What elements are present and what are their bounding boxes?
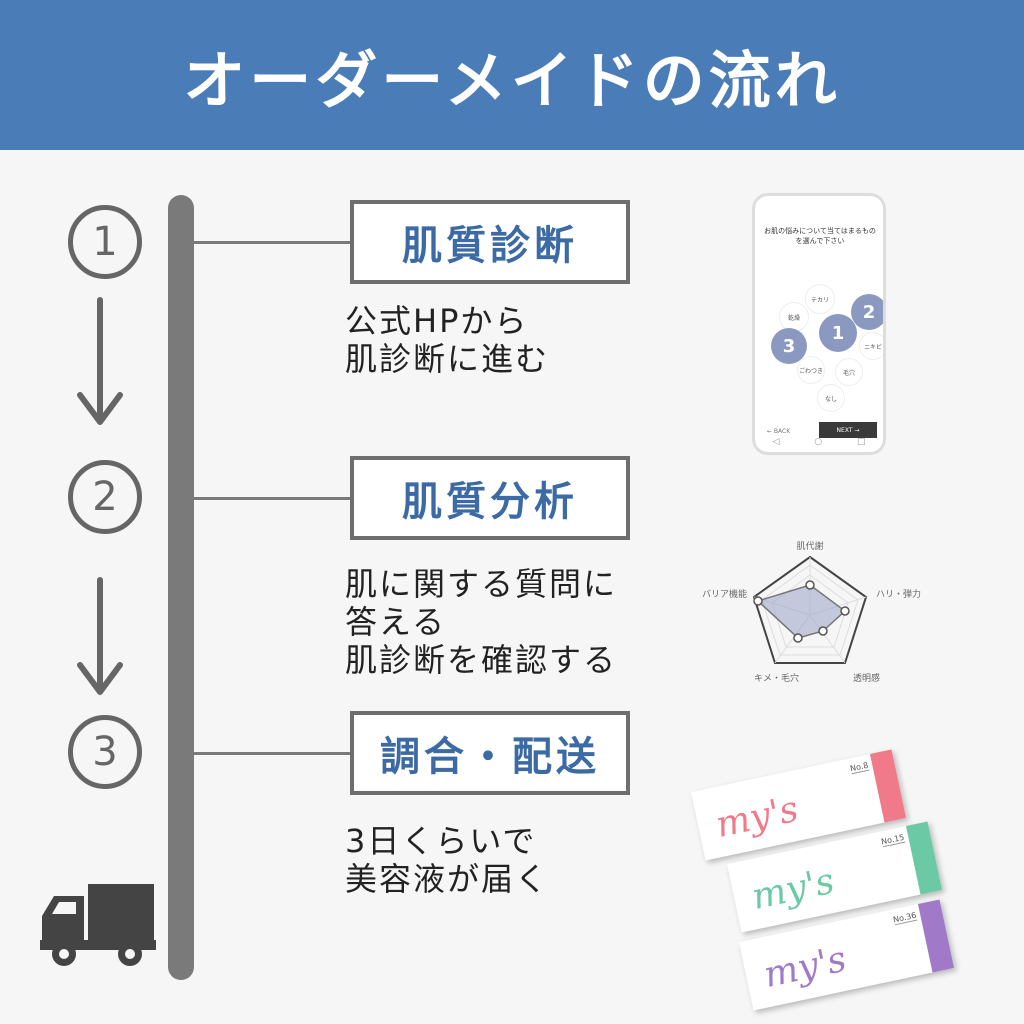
radar-axis-label: キメ・毛穴 — [754, 672, 799, 684]
step-number-3: 3 — [68, 715, 142, 789]
brand-logo: my's — [712, 788, 802, 847]
color-stripe — [905, 821, 943, 895]
step-description-1: 公式HPから 肌診断に進む — [345, 302, 549, 378]
bubble-option[interactable]: ごわつき — [797, 356, 825, 384]
recent-nav-icon: □ — [857, 437, 866, 447]
radar-axis-label: バリア機能 — [702, 588, 747, 600]
connector-line — [194, 752, 350, 755]
color-stripe — [869, 749, 907, 823]
desc-line: 美容液が届く — [345, 860, 550, 898]
step-number-2: 2 — [68, 460, 142, 534]
phone-question-line: を選んで下さい — [795, 237, 845, 245]
product-number: No.36 — [892, 910, 918, 926]
timeline-bar — [168, 195, 194, 980]
phone-mockup: お肌の悩みについて当てはまるもの を選んで下さい テカリ 乾燥 2 1 3 ニキ… — [752, 193, 886, 455]
radar-axis-label: 透明感 — [853, 672, 880, 684]
phone-question-line: お肌の悩みについて当てはまるもの — [764, 227, 876, 235]
step-description-3: 3日くらいで 美容液が届く — [345, 822, 549, 898]
product-number: No.8 — [849, 760, 870, 775]
connector-line — [194, 241, 350, 244]
step-box-blend-delivery: 調合・配送 — [350, 711, 630, 795]
step-label: 調合・配送 — [380, 734, 600, 780]
step-description-2: 肌に関する質問に 答える 肌診断を確認する — [345, 565, 617, 679]
selection-number: 3 — [782, 335, 796, 357]
brand-logo: my's — [760, 938, 850, 997]
next-button[interactable]: NEXT → — [819, 422, 877, 438]
phone-nav-bar: ◁ ○ □ — [755, 432, 883, 452]
step-label: 肌質診断 — [402, 223, 578, 269]
back-nav-icon: ◁ — [772, 437, 780, 447]
home-nav-icon: ○ — [814, 437, 823, 447]
bubble-option[interactable]: 乾燥 — [779, 302, 809, 332]
radar-axis-label: ハリ・弾力 — [876, 588, 921, 600]
desc-line: 肌診断に進む — [345, 340, 550, 378]
down-arrow-icon — [77, 577, 123, 695]
back-button[interactable]: ← BACK — [767, 428, 791, 435]
desc-line: 答える — [345, 603, 447, 641]
page-title: オーダーメイドの流れ — [183, 44, 841, 117]
step-label: 肌質分析 — [402, 479, 578, 525]
down-arrow-icon — [77, 297, 123, 425]
bubble-option[interactable]: 毛穴 — [835, 358, 863, 386]
step-box-skin-diagnosis: 肌質診断 — [350, 200, 630, 284]
selection-number: 2 — [862, 301, 876, 323]
bubble-selected-2[interactable]: 2 — [851, 294, 883, 330]
product-packages: my's No.8 my's No.15 my's No.36 — [690, 749, 1000, 1011]
bubble-option[interactable]: ニキビ — [859, 332, 883, 360]
connector-line — [194, 497, 350, 500]
desc-line: 肌に関する質問に — [345, 565, 618, 603]
bubble-selected-1[interactable]: 1 — [819, 314, 857, 352]
bubble-option[interactable]: テカリ — [805, 284, 835, 314]
product-number: No.15 — [880, 832, 906, 848]
step-number-1: 1 — [68, 205, 142, 279]
color-stripe — [917, 899, 955, 973]
phone-screen: お肌の悩みについて当てはまるもの を選んで下さい テカリ 乾燥 2 1 3 ニキ… — [761, 216, 883, 438]
desc-line: 3日くらいで — [345, 822, 537, 860]
radar-chart: 肌代謝 ハリ・弾力 透明感 キメ・毛穴 バリア機能 — [702, 540, 921, 684]
bubble-option[interactable]: なし — [817, 384, 845, 412]
bubble-selected-3[interactable]: 3 — [771, 328, 807, 364]
brand-logo: my's — [748, 860, 838, 919]
selection-number: 1 — [831, 322, 845, 344]
title-banner: オーダーメイドの流れ — [0, 0, 1024, 150]
truck-icon — [40, 884, 156, 966]
desc-line: 公式HPから — [345, 302, 529, 340]
desc-line: 肌診断を確認する — [345, 641, 618, 679]
radar-axis-label: 肌代謝 — [796, 540, 823, 552]
phone-question: お肌の悩みについて当てはまるもの を選んで下さい — [761, 226, 879, 246]
step-box-skin-analysis: 肌質分析 — [350, 456, 630, 540]
